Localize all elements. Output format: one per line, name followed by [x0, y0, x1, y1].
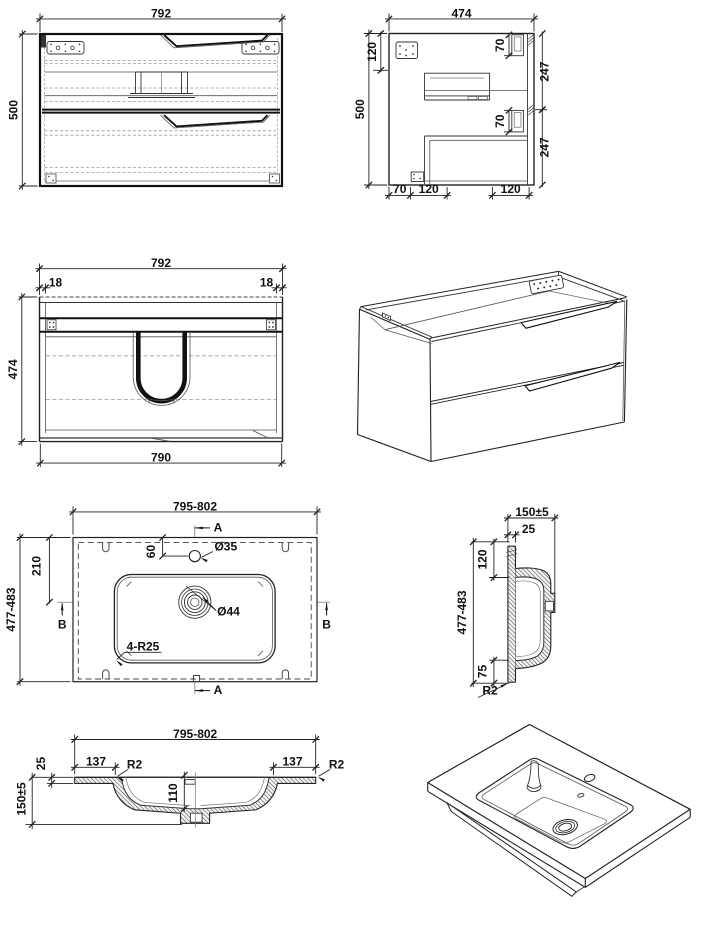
svg-text:B: B — [322, 618, 331, 632]
svg-text:120: 120 — [501, 182, 521, 196]
svg-text:A: A — [214, 683, 223, 697]
svg-text:R2: R2 — [482, 684, 498, 698]
svg-text:18: 18 — [49, 275, 63, 289]
svg-text:120: 120 — [419, 182, 439, 196]
svg-text:25: 25 — [522, 522, 536, 536]
svg-text:474: 474 — [451, 6, 471, 20]
svg-text:75: 75 — [476, 665, 490, 679]
svg-text:R2: R2 — [329, 758, 345, 772]
svg-text:500: 500 — [353, 99, 367, 119]
svg-text:137: 137 — [282, 755, 302, 769]
svg-text:70: 70 — [393, 182, 407, 196]
svg-text:477-483: 477-483 — [4, 587, 18, 631]
svg-text:247: 247 — [538, 137, 552, 157]
svg-text:790: 790 — [151, 451, 171, 465]
svg-text:137: 137 — [86, 755, 106, 769]
svg-text:A: A — [214, 521, 223, 535]
svg-text:25: 25 — [34, 757, 48, 771]
svg-text:18: 18 — [260, 275, 274, 289]
svg-text:795-802: 795-802 — [173, 727, 217, 741]
svg-text:795-802: 795-802 — [173, 499, 217, 513]
svg-text:210: 210 — [29, 556, 43, 576]
svg-text:474: 474 — [6, 359, 20, 379]
svg-text:120: 120 — [365, 42, 379, 62]
svg-text:Ø44: Ø44 — [217, 605, 240, 619]
svg-text:792: 792 — [151, 256, 171, 270]
svg-text:4-R25: 4-R25 — [127, 640, 160, 654]
svg-text:B: B — [58, 618, 67, 632]
svg-text:110: 110 — [166, 783, 180, 803]
svg-text:477-483: 477-483 — [455, 590, 469, 634]
svg-text:792: 792 — [151, 6, 171, 20]
svg-text:70: 70 — [493, 38, 507, 52]
svg-text:150±5: 150±5 — [15, 782, 29, 816]
svg-text:150±5: 150±5 — [515, 505, 549, 519]
svg-text:247: 247 — [538, 61, 552, 81]
svg-text:500: 500 — [6, 100, 20, 120]
svg-text:R2: R2 — [127, 758, 143, 772]
svg-text:120: 120 — [476, 549, 490, 569]
svg-text:60: 60 — [144, 545, 158, 559]
svg-text:70: 70 — [493, 114, 507, 128]
svg-text:Ø35: Ø35 — [214, 540, 237, 554]
